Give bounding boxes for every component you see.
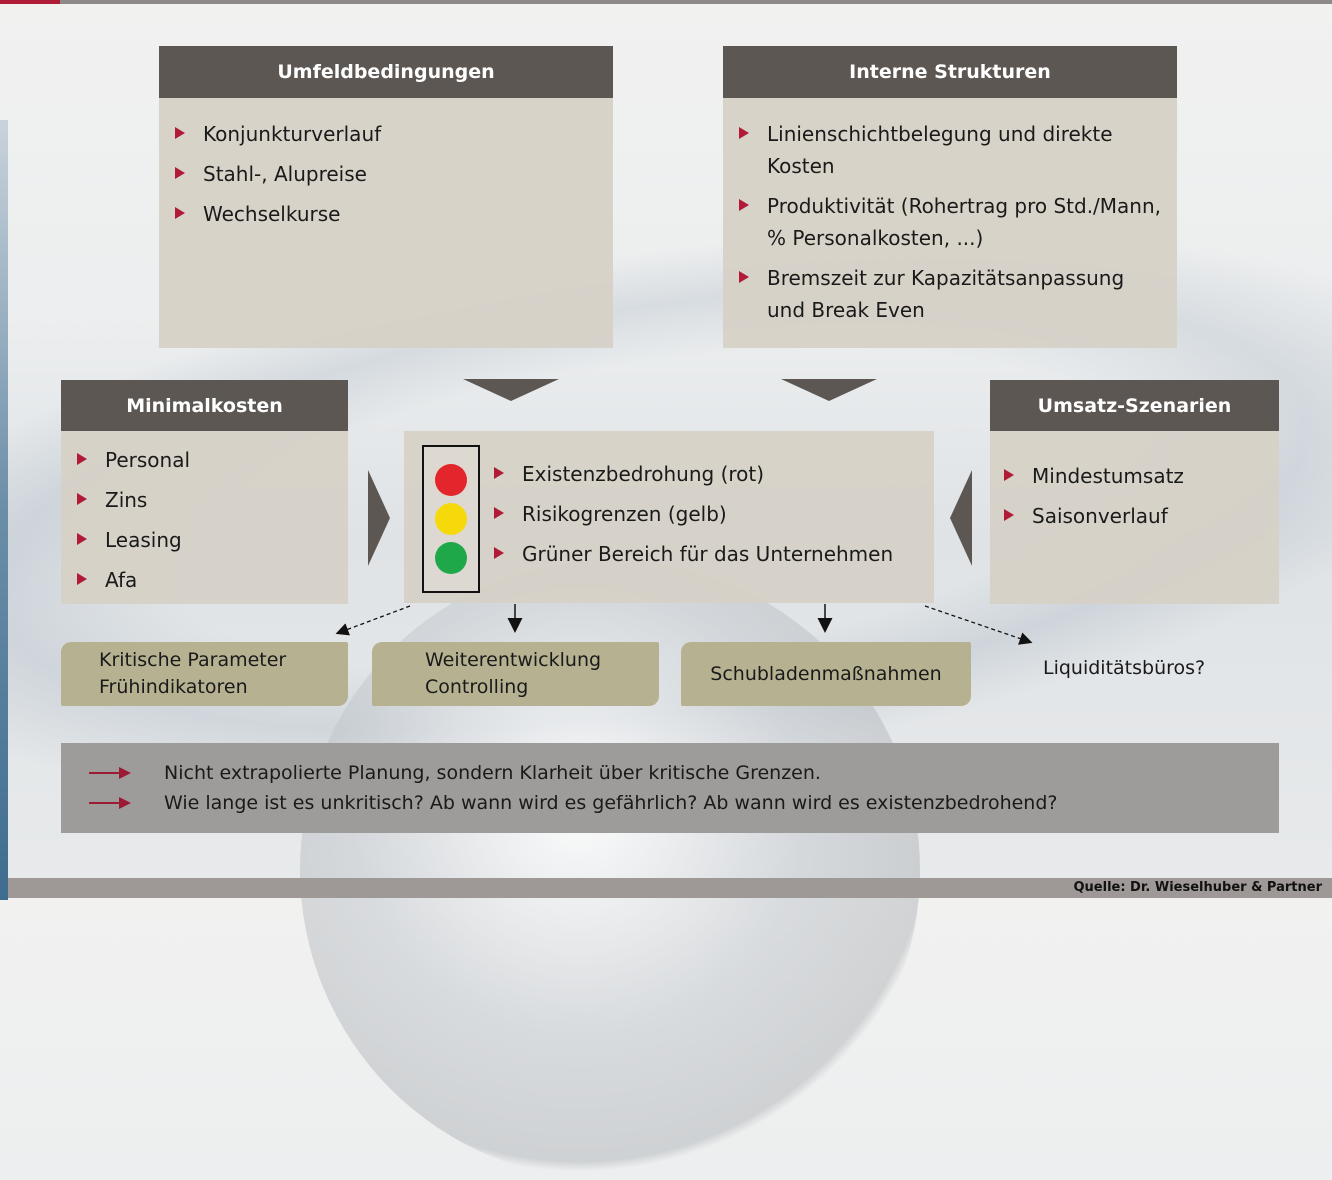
bullet-triangle-icon [77,573,87,585]
yellow-light-icon [435,503,467,535]
umsatz-box: Umsatz-Szenarien Mindestumsatz Saisonver… [990,380,1279,604]
arrow-connector [335,605,411,636]
bullet-triangle-icon [494,547,504,559]
umfeld-list: Konjunkturverlauf Stahl-, Alupreise Wech… [175,118,613,230]
center-box: Existenzbedrohung (rot) Risikogrenzen (g… [404,431,934,603]
bullet-triangle-icon [175,127,185,139]
umfeld-body: Konjunkturverlauf Stahl-, Alupreise Wech… [159,98,613,348]
top-accent [0,0,60,4]
bullet-triangle-icon [77,453,87,465]
arrow-down-icon [781,379,877,401]
umsatz-title: Umsatz-Szenarien [990,380,1279,431]
bullet-triangle-icon [77,533,87,545]
top-rule [0,0,1332,4]
minimal-list: Personal Zins Leasing Afa [77,444,348,596]
traffic-light [422,445,480,593]
list-item: Grüner Bereich für das Unternehmen [494,538,893,570]
list-item: Wechselkurse [175,198,613,230]
bullet-triangle-icon [739,199,749,211]
list-item: Produktivität (Rohertrag pro Std./Mann,%… [739,190,1177,254]
liquiditaet-label: Liquiditätsbüros? [1043,657,1206,679]
list-item: Leasing [77,524,348,556]
conclusion-row: Wie lange ist es unkritisch? Ab wann wir… [89,792,1057,814]
conclusion-band: Nicht extrapolierte Planung, sondern Kla… [61,743,1279,833]
bullet-triangle-icon [175,167,185,179]
bullet-triangle-icon [175,207,185,219]
list-item: Stahl-, Alupreise [175,158,613,190]
list-item: Afa [77,564,348,596]
minimal-title: Minimalkosten [61,380,348,431]
bullet-triangle-icon [1004,469,1014,481]
arrow-right-icon [368,470,390,566]
umfeld-title: Umfeldbedingungen [159,46,613,98]
conclusion-row: Nicht extrapolierte Planung, sondern Kla… [89,762,821,784]
list-item: Personal [77,444,348,476]
arrow-down-icon [463,379,559,401]
minimal-box: Minimalkosten Personal Zins Leasing Afa [61,380,348,604]
bullet-triangle-icon [739,271,749,283]
bullet-triangle-icon [494,467,504,479]
arrow-right-icon [89,767,131,779]
arrow-right-icon [89,797,131,809]
list-item: Saisonverlauf [1004,500,1279,532]
list-item: Zins [77,484,348,516]
connector-arrows [335,604,1033,645]
umfeld-box: Umfeldbedingungen Konjunkturverlauf Stah… [159,46,613,348]
minimal-body: Personal Zins Leasing Afa [61,431,348,604]
list-item: Existenzbedrohung (rot) [494,458,893,490]
umsatz-body: Mindestumsatz Saisonverlauf [990,431,1279,604]
arrow-connector [924,605,1033,645]
schubladen-box: Schubladenmaßnahmen [681,642,971,706]
bullet-triangle-icon [77,493,87,505]
intern-box: Interne Strukturen Linienschichtbelegung… [723,46,1177,348]
list-item: Mindestumsatz [1004,460,1279,492]
list-item: Risikogrenzen (gelb) [494,498,893,530]
intern-title: Interne Strukturen [723,46,1177,98]
arrow-left-icon [950,470,972,566]
bullet-triangle-icon [1004,509,1014,521]
left-edge-decoration [0,120,8,900]
bullet-triangle-icon [739,127,749,139]
bullet-triangle-icon [494,507,504,519]
center-list: Existenzbedrohung (rot) Risikogrenzen (g… [494,458,893,570]
list-item: Konjunkturverlauf [175,118,613,150]
red-light-icon [435,464,467,496]
green-light-icon [435,542,467,574]
umsatz-list: Mindestumsatz Saisonverlauf [1004,460,1279,532]
source-footer: Quelle: Dr. Wieselhuber & Partner [8,878,1332,898]
